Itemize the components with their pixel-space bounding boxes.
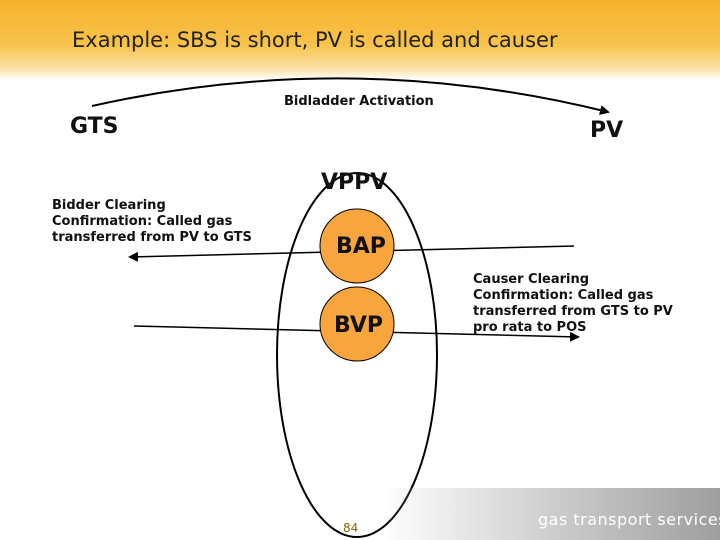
causer-clearing-line-4: pro rata to POS — [473, 320, 587, 335]
activation-label: Bidladder Activation — [284, 94, 434, 109]
bidder-clearing-line-2: Confirmation: Called gas — [52, 214, 233, 229]
bidder-clearing-text: Bidder Clearing Confirmation: Called gas… — [52, 198, 252, 246]
page-number: 84 — [343, 521, 359, 535]
company-logo: gas transport services — [538, 510, 720, 529]
causer-clearing-line-1: Causer Clearing — [473, 272, 590, 287]
bap-node — [319, 208, 395, 284]
causer-clearing-line-3: transferred from GTS to PV — [473, 304, 673, 319]
causer-clearing-text: Causer Clearing Confirmation: Called gas… — [473, 272, 673, 336]
vppv-ellipse — [276, 172, 438, 538]
gts-label: GTS — [70, 114, 119, 139]
header-band — [0, 0, 720, 80]
vppv-label: VPPV — [321, 170, 388, 195]
bidder-clearing-line-3: transferred from PV to GTS — [52, 230, 252, 245]
bidder-clearing-line-1: Bidder Clearing — [52, 198, 166, 213]
activation-arc — [91, 77, 610, 115]
bvp-node — [319, 286, 395, 362]
bvp-label: BVP — [334, 313, 384, 338]
footer-band — [380, 488, 720, 540]
slide-title: Example: SBS is short, PV is called and … — [72, 28, 558, 52]
causer-clearing-line-2: Confirmation: Called gas — [473, 288, 654, 303]
bap-label: BAP — [336, 234, 386, 259]
pv-label: PV — [590, 118, 624, 143]
